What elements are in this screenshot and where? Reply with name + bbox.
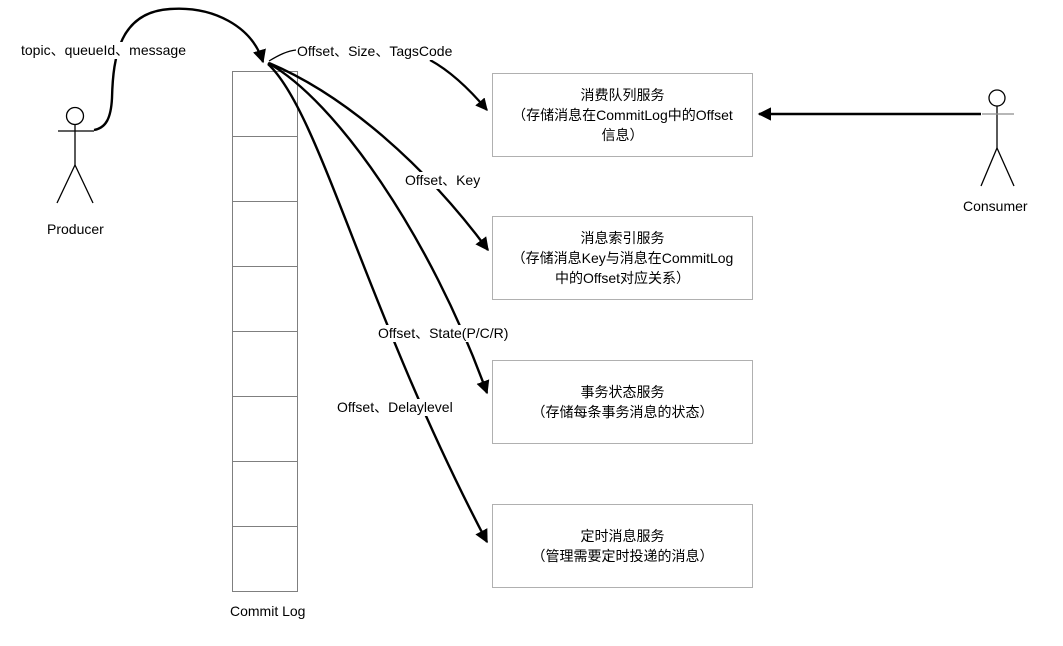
- commit-log-cell: [233, 137, 297, 202]
- log-to-index-arrow: [268, 61, 489, 252]
- service-desc-line: 中的Offset对应关系）: [554, 270, 691, 286]
- label-offset-key: Offset、Key: [404, 172, 482, 189]
- consume-queue-service-box: 消费队列服务 （存储消息在CommitLog中的Offset 信息）: [492, 73, 753, 157]
- consumer-label: Consumer: [963, 198, 1028, 214]
- service-title: 事务状态服务: [580, 384, 665, 400]
- service-title: 定时消息服务: [580, 528, 665, 544]
- service-title: 消费队列服务: [580, 87, 665, 103]
- service-title: 消息索引服务: [580, 230, 665, 246]
- commit-log-cell: [233, 462, 297, 527]
- message-index-service-box: 消息索引服务 （存储消息Key与消息在CommitLog 中的Offset对应关…: [492, 216, 753, 300]
- service-desc-line: （管理需要定时投递的消息）: [531, 548, 714, 564]
- label-offset-state: Offset、State(P/C/R): [377, 325, 510, 342]
- service-desc-line: （存储消息Key与消息在CommitLog: [511, 250, 734, 266]
- fanout-line-tags: [268, 49, 297, 62]
- commit-log-cell: [233, 527, 297, 591]
- label-offset-size-tagscode: Offset、Size、TagsCode: [296, 43, 454, 60]
- commit-log-cell: [233, 332, 297, 397]
- log-to-transaction-arrow: [267, 61, 490, 395]
- commit-log-label: Commit Log: [230, 603, 306, 619]
- consumer-figure: [980, 89, 1015, 187]
- service-desc-line: （存储消息在CommitLog中的Offset: [512, 107, 733, 123]
- log-to-schedule-arrow: [267, 63, 489, 544]
- service-desc-line: （存储每条事务消息的状态）: [531, 404, 714, 420]
- label-producer-to-log: topic、queueId、message: [20, 42, 187, 59]
- tags-to-consume-queue-arrow: [429, 59, 488, 111]
- commit-log-cell: [233, 267, 297, 332]
- label-offset-delaylevel: Offset、Delaylevel: [336, 399, 454, 416]
- commit-log-cell: [233, 397, 297, 462]
- producer-head: [65, 106, 85, 126]
- service-desc-line: 信息）: [601, 127, 644, 143]
- producer-figure: [56, 106, 94, 204]
- producer-label: Producer: [47, 221, 104, 237]
- scheduled-message-service-box: 定时消息服务 （管理需要定时投递的消息）: [492, 504, 753, 588]
- commit-log-column: [232, 71, 298, 592]
- commit-log-cell: [233, 72, 297, 137]
- transaction-state-service-box: 事务状态服务 （存储每条事务消息的状态）: [492, 360, 753, 444]
- consumer-head: [988, 89, 1006, 107]
- commit-log-cell: [233, 202, 297, 267]
